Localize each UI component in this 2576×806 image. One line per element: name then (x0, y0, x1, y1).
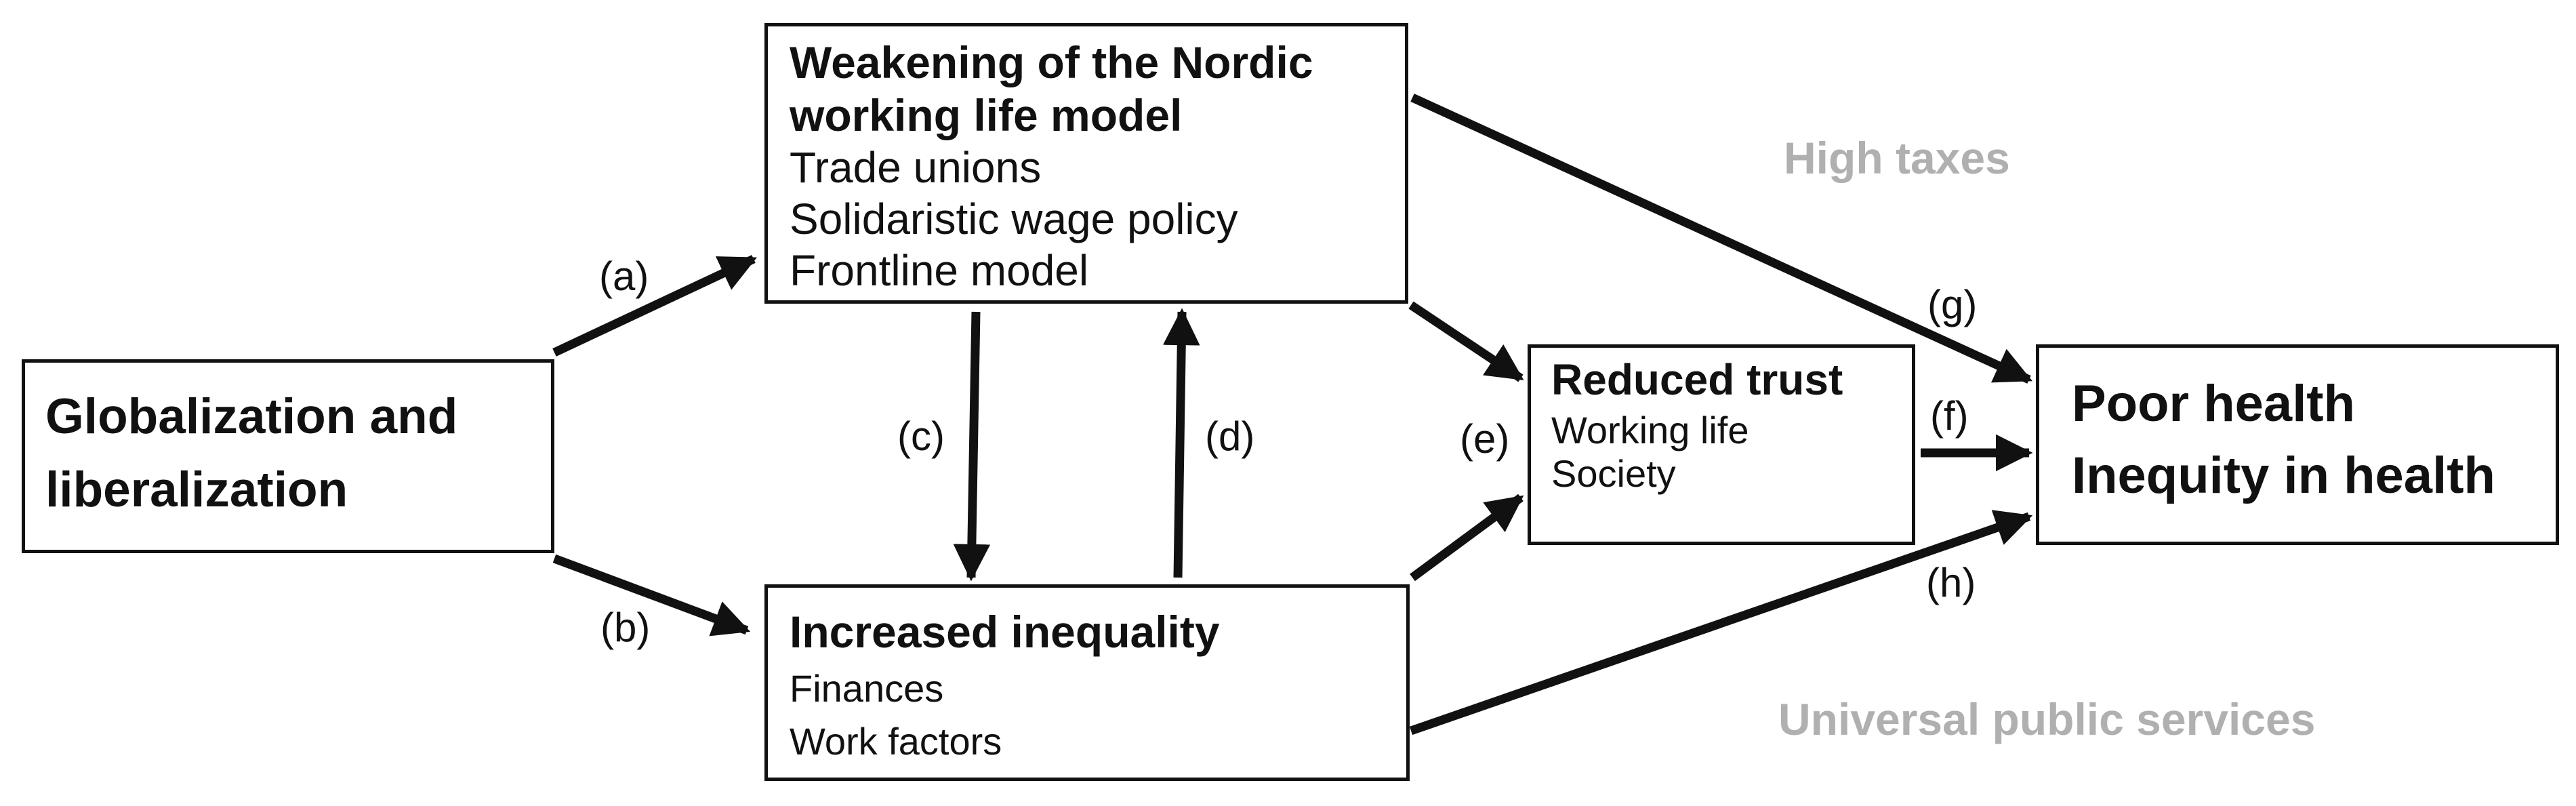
context-label-high-taxes: High taxes (1784, 133, 2010, 183)
trust-box: Reduced trust Working life Society (1528, 344, 1915, 545)
inequality-item-work-factors: Work factors (790, 720, 1002, 763)
arrow-d (1162, 308, 1200, 578)
arrow-h (1409, 510, 2033, 736)
health-box: Poor health Inequity in health (2036, 344, 2559, 545)
nordic-model-box: Weakening of the Nordic working life mod… (764, 23, 1408, 304)
globalization-box: Globalization and liberalization (22, 359, 554, 553)
context-label-public-services: Universal public services (1778, 694, 2316, 744)
arrow-a (552, 255, 757, 357)
trust-item-working-life: Working life (1551, 409, 1749, 451)
nordic-item-frontline-model: Frontline model (790, 246, 1089, 295)
inequality-box: Increased inequality Finances Work facto… (764, 584, 1410, 781)
arrow-label-a: (a) (599, 254, 649, 299)
globalization-title: Globalization and liberalization (45, 389, 458, 517)
nordic-model-title: Weakening of the Nordic working life mod… (790, 37, 1313, 140)
arrow-c (953, 311, 991, 582)
nordic-item-wage-policy: Solidaristic wage policy (790, 195, 1238, 243)
arrow-label-f: (f) (1930, 393, 1969, 439)
arrow-e-top (1408, 301, 1524, 382)
arrow-label-d: (d) (1205, 414, 1255, 459)
arrow-g (1410, 94, 2032, 384)
trust-title: Reduced trust (1551, 355, 1843, 404)
arrow-label-b: (b) (600, 605, 651, 650)
arrow-b (552, 554, 751, 637)
trust-item-society: Society (1551, 452, 1676, 495)
arrow-e-bottom (1410, 493, 1524, 582)
inequality-item-finances: Finances (790, 667, 944, 710)
nordic-item-trade-unions: Trade unions (790, 143, 1042, 192)
arrow-label-h: (h) (1926, 560, 1976, 605)
inequality-title: Increased inequality (790, 607, 1220, 657)
arrow-label-e: (e) (1460, 416, 1510, 462)
arrow-label-g: (g) (1927, 282, 1978, 327)
arrow-label-c: (c) (897, 414, 945, 459)
health-title: Poor health Inequity in health (2072, 375, 2495, 504)
